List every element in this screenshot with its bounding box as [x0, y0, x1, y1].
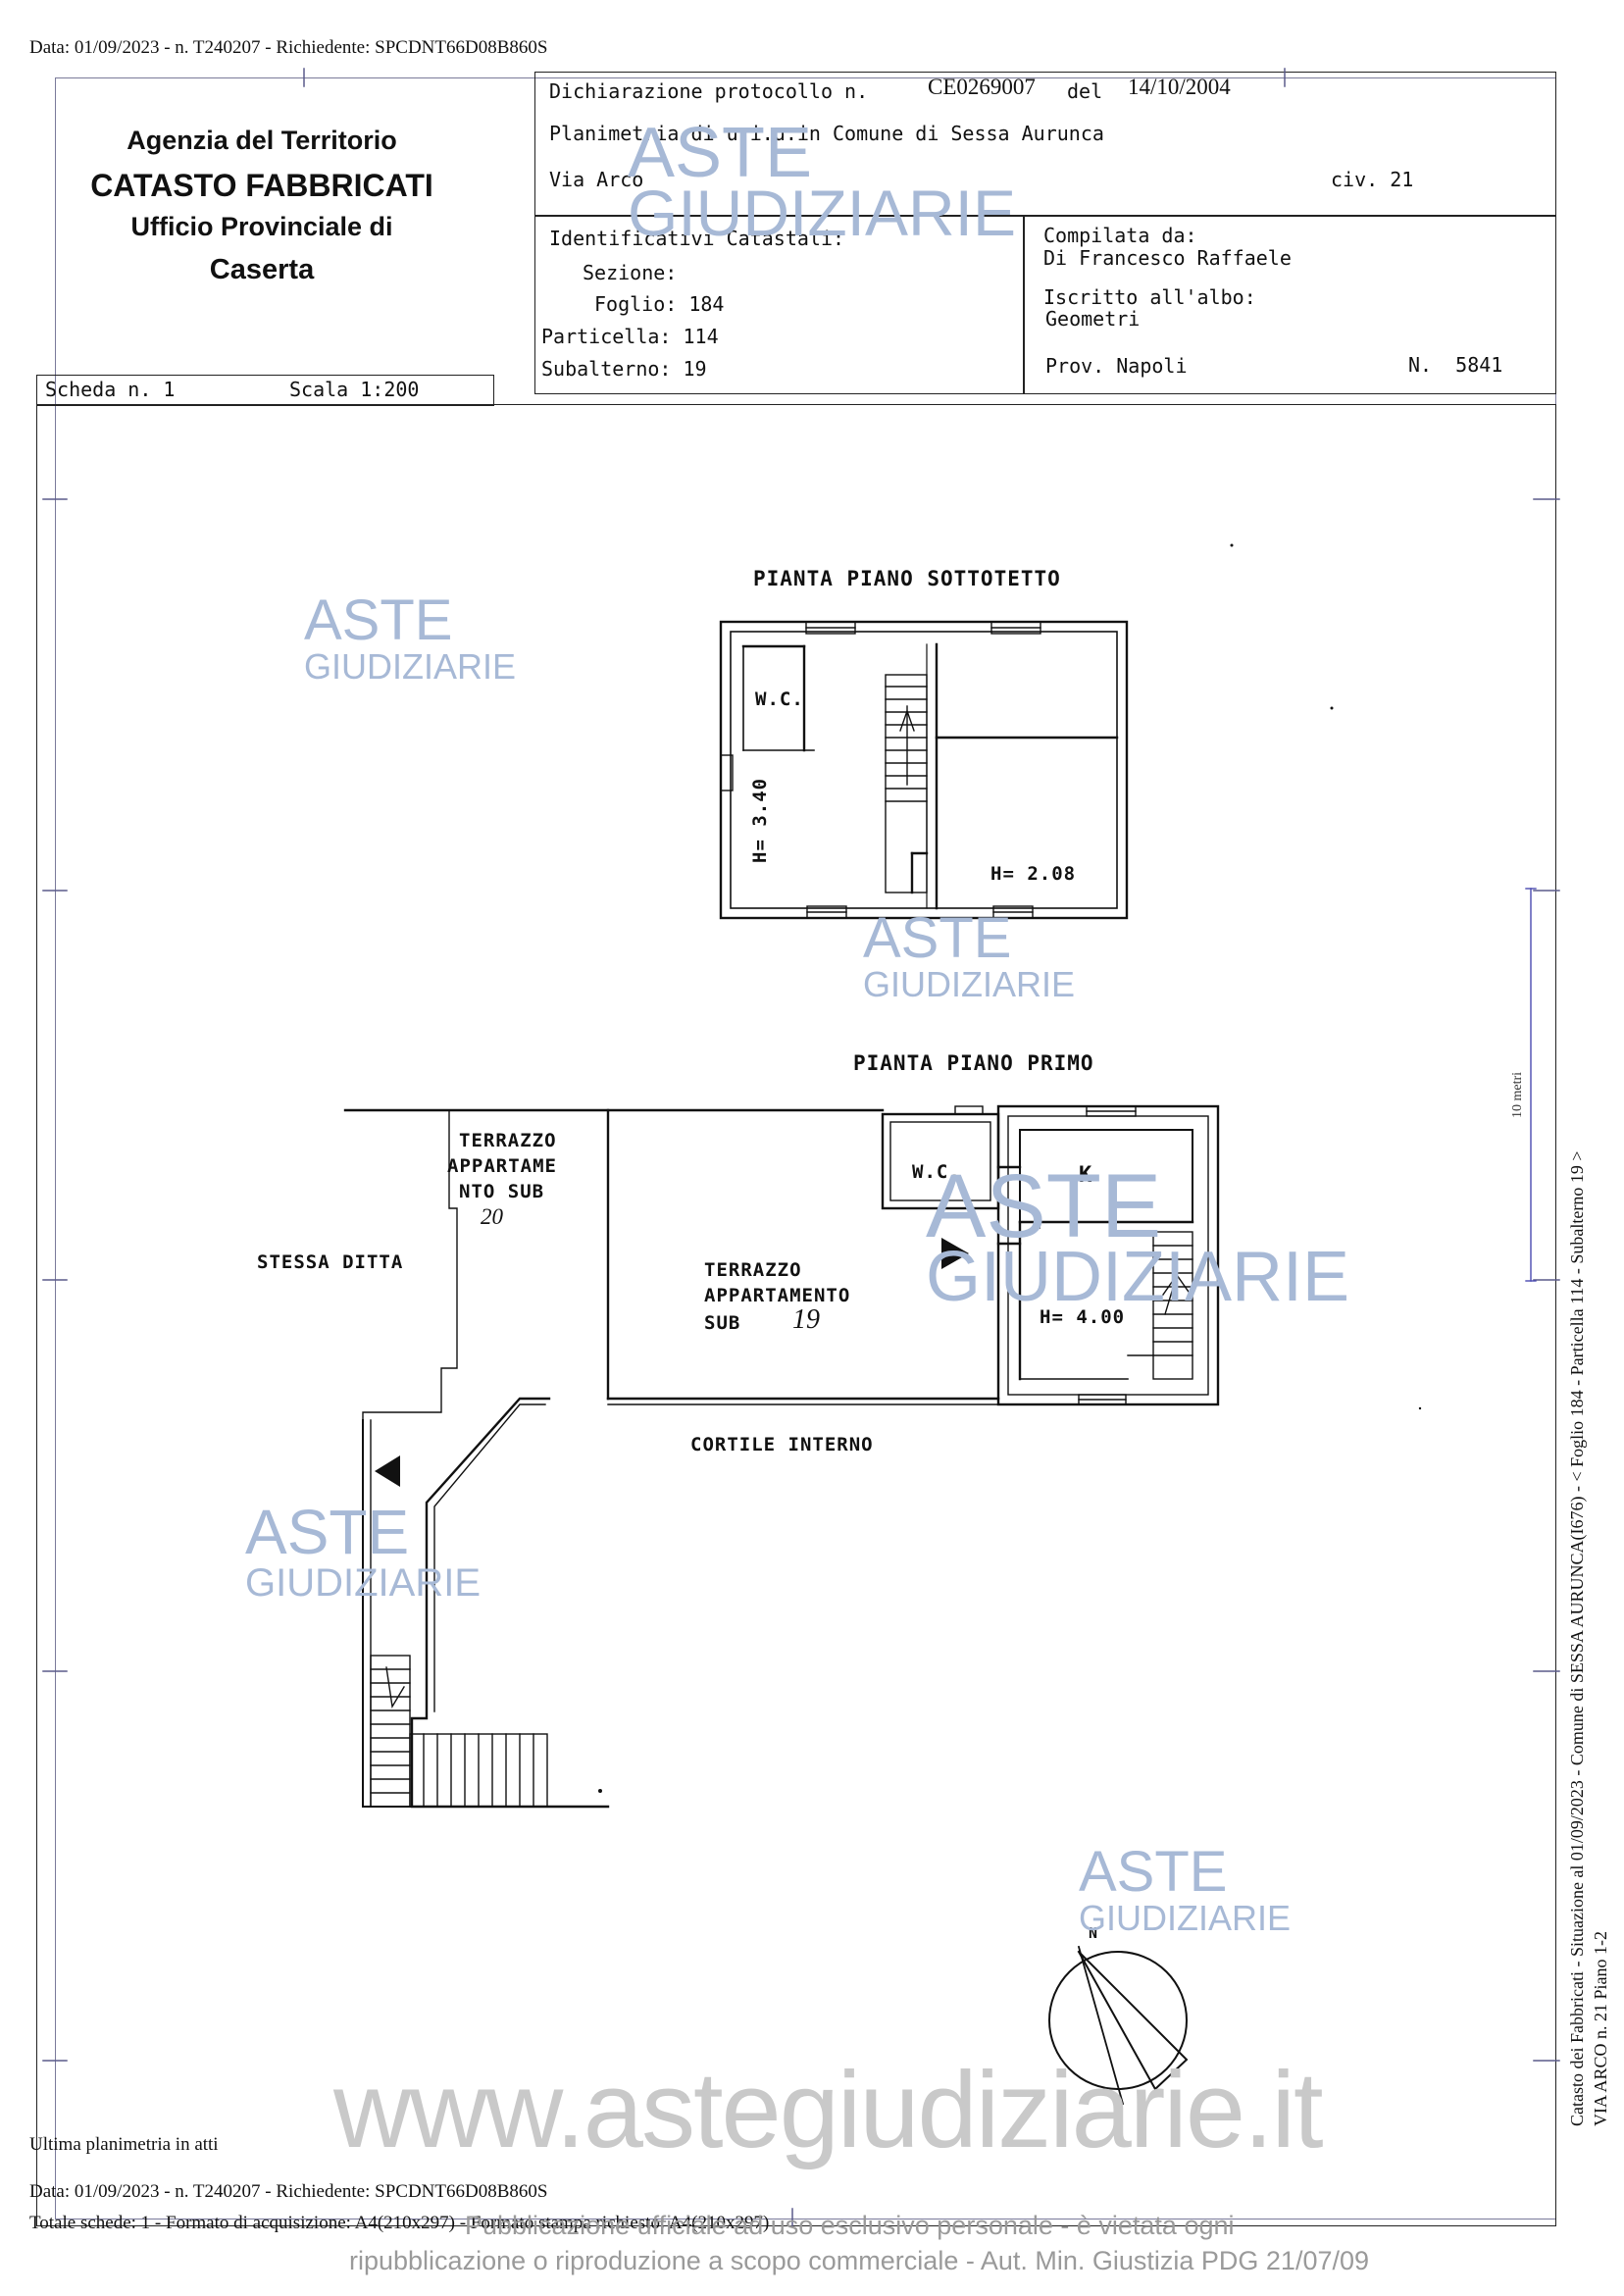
aste-watermark-4: ASTE GIUDIZIARIE [926, 1156, 1350, 1316]
identifiers-subalterno: Subalterno: 19 [541, 357, 707, 381]
scheda-scale: Scala 1:200 [289, 378, 420, 401]
terrazzo19-line3: SUB [704, 1312, 741, 1334]
terrazzo20-line3: NTO SUB [459, 1181, 545, 1202]
identifiers-sezione: Sezione: [583, 261, 678, 284]
declaration-box [534, 72, 1556, 217]
north-label: N [1089, 1924, 1099, 1942]
identifiers-title: Identificativi Catastali: [549, 227, 845, 250]
height-340-text: H= 3.40 [749, 777, 771, 863]
side-address-text: VIA ARCO n. 21 Piano 1-2 [1591, 1930, 1610, 2126]
planimetria-line: Planimetria di u.i.u.in Comune di Sessa … [549, 122, 1104, 145]
declaration-del: del [1067, 79, 1103, 103]
compiler-prov: Prov. Napoli [1045, 354, 1188, 378]
terrazzo19-line4: 19 [792, 1304, 820, 1335]
aste-watermark-3: ASTE GIUDIZIARIE [863, 906, 1076, 1004]
height-340-label: H= 3.40 [749, 778, 771, 863]
terrazzo19-line1: TERRAZZO [704, 1259, 802, 1281]
stessa-ditta-label: STESSA DITTA [257, 1251, 404, 1273]
declaration-prefix: Dichiarazione protocollo n. [549, 79, 869, 103]
agency-catasto: CATASTO FABBRICATI [90, 168, 433, 203]
kitchen-label: K [1079, 1163, 1093, 1188]
wc-lower-label: W.C. [912, 1161, 961, 1183]
civic-number: civ. 21 [1331, 168, 1414, 191]
publication-notice-line1: Pubblicazione ufficiale ad uso esclusivo… [465, 2211, 1235, 2240]
footer-ultima-planimetria: Ultima planimetria in atti [29, 2134, 219, 2155]
height-208-label: H= 2.08 [990, 863, 1077, 885]
compiler-label: Compilata da: [1043, 224, 1197, 247]
compiler-iscritto: Iscritto all'albo: [1043, 285, 1256, 309]
scale-bar-label: 10 metri [1510, 1071, 1525, 1118]
plan-title-primo: PIANTA PIANO PRIMO [853, 1051, 1094, 1075]
plan-title-sottotetto: PIANTA PIANO SOTTOTETTO [753, 567, 1061, 590]
wc-upper-label: W.C. [755, 689, 804, 710]
terrazzo20-line2: APPARTAME [447, 1155, 557, 1177]
agency-name: Agenzia del Territorio [127, 126, 397, 155]
compiler-name: Di Francesco Raffaele [1043, 246, 1292, 270]
aste-watermark-2: ASTE GIUDIZIARIE [304, 588, 517, 687]
site-watermark: www.astegiudiziarie.it [333, 2050, 1324, 2170]
agency-block: Agenzia del Territorio CATASTO FABBRICAT… [56, 126, 468, 286]
agency-city: Caserta [209, 254, 315, 285]
terrazzo20-line4: 20 [481, 1204, 503, 1229]
compiler-number: N. 5841 [1408, 353, 1503, 377]
terrazzo20-line1: TERRAZZO [459, 1130, 557, 1151]
compiler-box [1023, 215, 1556, 394]
declaration-protocol: CE0269007 [928, 75, 1036, 99]
footer-totale-schede: Totale schede: 1 - Formato di acquisizio… [29, 2213, 770, 2233]
identifiers-particella: Particella: 114 [541, 325, 719, 348]
declaration-date: 14/10/2004 [1128, 75, 1231, 99]
cortile-interno-label: CORTILE INTERNO [690, 1434, 874, 1455]
aste-watermark-5: ASTE GIUDIZIARIE [245, 1497, 482, 1605]
identifiers-box [534, 215, 1025, 394]
compiler-albo: Geometri [1045, 307, 1141, 331]
drawing-area-frame [36, 404, 1556, 2226]
agency-ufficio: Ufficio Provinciale di [130, 212, 393, 241]
terrazzo19-line2: APPARTAMENTO [704, 1285, 851, 1306]
identifiers-foglio: Foglio: 184 [594, 292, 725, 316]
aste-watermark-1: ASTE GIUDIZIARIE [628, 114, 1017, 249]
scheda-box [36, 375, 494, 406]
scheda-label: Scheda n. 1 [45, 378, 176, 401]
side-situation-text: Catasto dei Fabbricati - Situazione al 0… [1567, 1150, 1587, 2126]
publication-notice-line2: ripubblicazione o riproduzione a scopo c… [349, 2246, 1370, 2275]
header-request-line: Data: 01/09/2023 - n. T240207 - Richiede… [29, 37, 548, 58]
address: Via Arco [549, 168, 644, 191]
aste-watermark-6: ASTE GIUDIZIARIE [1079, 1840, 1292, 1938]
footer-data-line: Data: 01/09/2023 - n. T240207 - Richiede… [29, 2181, 548, 2202]
height-400-label: H= 4.00 [1040, 1306, 1126, 1328]
